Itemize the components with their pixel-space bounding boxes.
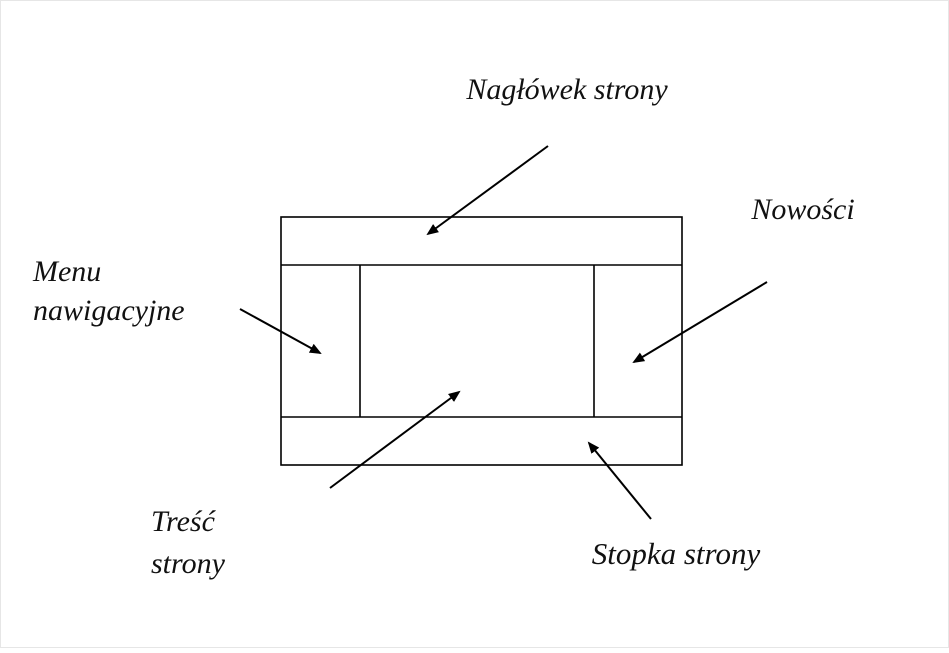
menu-label-line1: Menu xyxy=(32,255,101,288)
news-label: Nowości xyxy=(750,193,854,226)
page-outline-box xyxy=(280,216,683,466)
header-arrow xyxy=(426,145,549,236)
layout-wireframe xyxy=(280,216,683,466)
footer-arrow xyxy=(587,441,652,520)
content-label-line2: strony xyxy=(151,547,226,580)
menu-label-line2: nawigacyjne xyxy=(33,294,185,327)
menu-arrow xyxy=(239,308,322,354)
arrows xyxy=(239,145,768,520)
content-label-line1: Treść xyxy=(151,505,217,538)
content-arrow xyxy=(329,390,461,489)
header-label: Nagłówek strony xyxy=(465,73,668,106)
news-arrow xyxy=(632,281,768,364)
footer-label: Stopka strony xyxy=(592,536,761,571)
